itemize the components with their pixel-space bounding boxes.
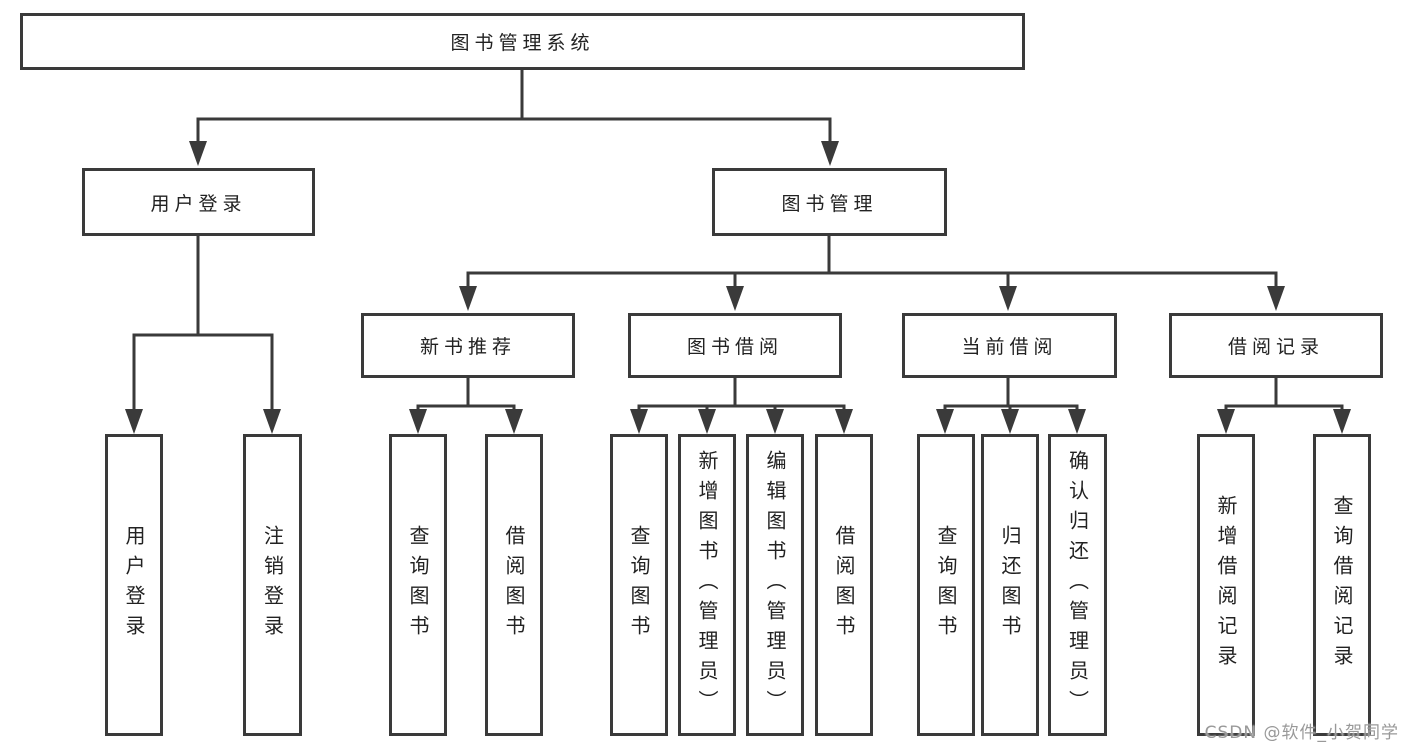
node-book-management: 图书管理: [712, 168, 947, 236]
leaf-confirm-return-admin: 确认归还（管理员）: [1048, 434, 1107, 736]
leaf-query-borrow-record: 查询借阅记录: [1313, 434, 1371, 736]
node-borrow-records: 借阅记录: [1169, 313, 1383, 378]
node-new-book-recommend: 新书推荐: [361, 313, 575, 378]
leaf-borrow-query-books: 查询图书: [610, 434, 668, 736]
node-borrow-records-label: 借阅记录: [1227, 336, 1324, 358]
node-root-system: 图书管理系统: [20, 13, 1025, 70]
leaf-borrow-books-label: 借阅图书: [832, 525, 856, 645]
csdn-watermark: CSDN @软件_小贺同学: [1204, 723, 1399, 743]
leaf-confirm-return-admin-label: 确认归还（管理员）: [1065, 450, 1090, 720]
leaf-current-query-books-label: 查询图书: [934, 525, 958, 645]
leaf-return-books-label: 归还图书: [998, 525, 1022, 645]
leaf-user-login-label: 用户登录: [122, 525, 146, 645]
leaf-recommend-borrow-books: 借阅图书: [485, 434, 543, 736]
leaf-edit-book-admin: 编辑图书（管理员）: [746, 434, 804, 736]
leaf-borrow-books: 借阅图书: [815, 434, 873, 736]
node-book-borrow-label: 图书借阅: [686, 336, 783, 358]
node-user-login-label: 用户登录: [150, 192, 247, 215]
leaf-current-query-books: 查询图书: [917, 434, 975, 736]
node-user-login: 用户登录: [82, 168, 315, 236]
node-book-management-label: 图书管理: [781, 192, 878, 215]
leaf-query-borrow-record-label: 查询借阅记录: [1330, 495, 1354, 675]
node-current-borrow: 当前借阅: [902, 313, 1117, 378]
leaf-add-book-admin-label: 新增图书（管理员）: [695, 450, 719, 720]
node-book-borrow: 图书借阅: [628, 313, 842, 378]
leaf-add-book-admin: 新增图书（管理员）: [678, 434, 736, 736]
leaf-logout-login: 注销登录: [243, 434, 302, 736]
leaf-return-books: 归还图书: [981, 434, 1039, 736]
leaf-recommend-query-books: 查询图书: [389, 434, 447, 736]
leaf-add-borrow-record: 新增借阅记录: [1197, 434, 1255, 736]
leaf-recommend-query-books-label: 查询图书: [406, 525, 430, 645]
node-current-borrow-label: 当前借阅: [961, 336, 1058, 358]
leaf-borrow-query-books-label: 查询图书: [627, 525, 651, 645]
node-new-book-recommend-label: 新书推荐: [419, 336, 516, 358]
leaf-recommend-borrow-books-label: 借阅图书: [502, 525, 526, 645]
leaf-logout-login-label: 注销登录: [260, 525, 285, 645]
leaf-edit-book-admin-label: 编辑图书（管理员）: [763, 450, 787, 720]
leaf-user-login: 用户登录: [105, 434, 163, 736]
node-root-system-label: 图书管理系统: [450, 32, 595, 54]
leaf-add-borrow-record-label: 新增借阅记录: [1214, 495, 1238, 675]
